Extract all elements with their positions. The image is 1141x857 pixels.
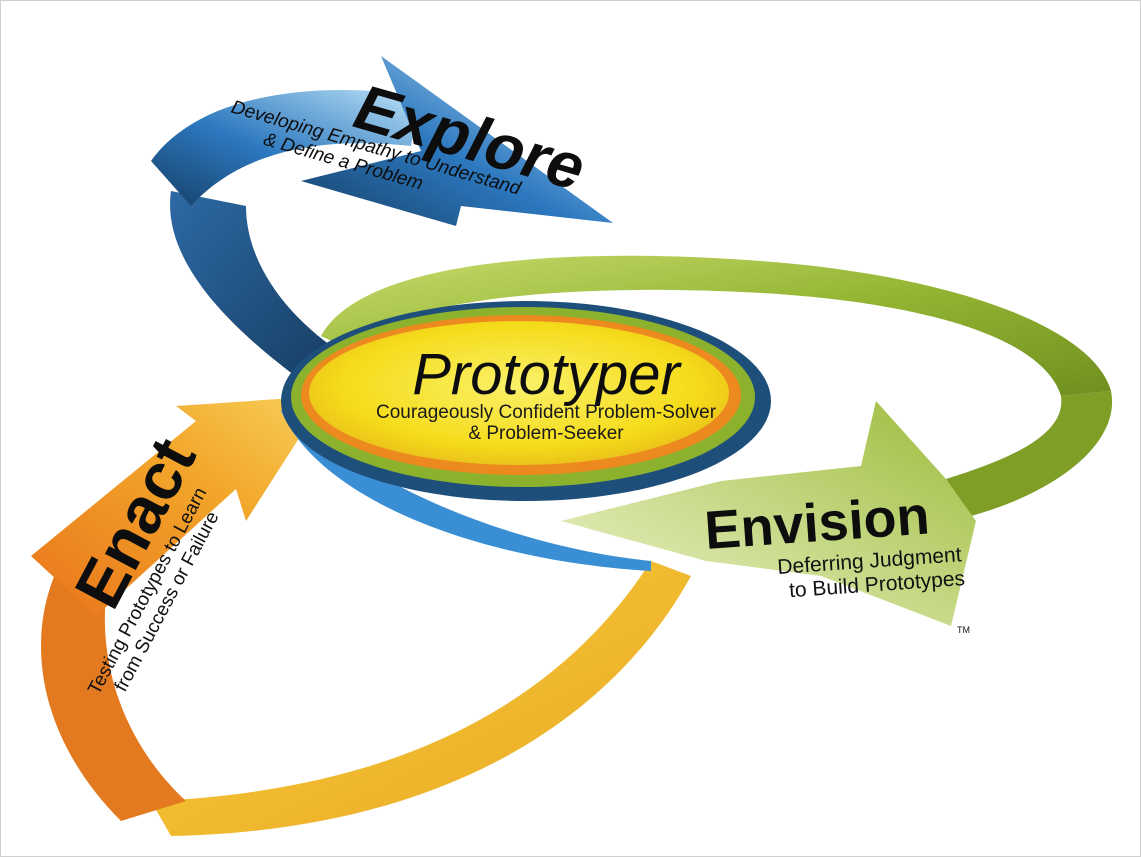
envision-ring-side bbox=[946, 391, 1113, 516]
explore-arrow-body bbox=[151, 89, 421, 206]
center-disc bbox=[309, 321, 729, 465]
envision-ring-back bbox=[321, 255, 1111, 396]
explore-ring-lower bbox=[281, 396, 651, 571]
center-title: Prototyper bbox=[412, 342, 682, 407]
envision-label-group: Envision Deferring Judgment to Build Pro… bbox=[703, 485, 966, 602]
center-subtitle-line2: & Problem-Seeker bbox=[468, 423, 624, 444]
explore-loop-band bbox=[170, 191, 346, 391]
trademark-mark: TM bbox=[957, 625, 970, 635]
enact-arrow-head bbox=[31, 396, 326, 616]
explore-arrow-head bbox=[301, 56, 613, 226]
enact-arrow-body bbox=[41, 561, 186, 821]
envision-arrow-head bbox=[561, 401, 976, 626]
enact-loop-back-band bbox=[151, 561, 691, 836]
center-subtitle-line1: Courageously Confident Problem-Solver bbox=[376, 402, 717, 423]
